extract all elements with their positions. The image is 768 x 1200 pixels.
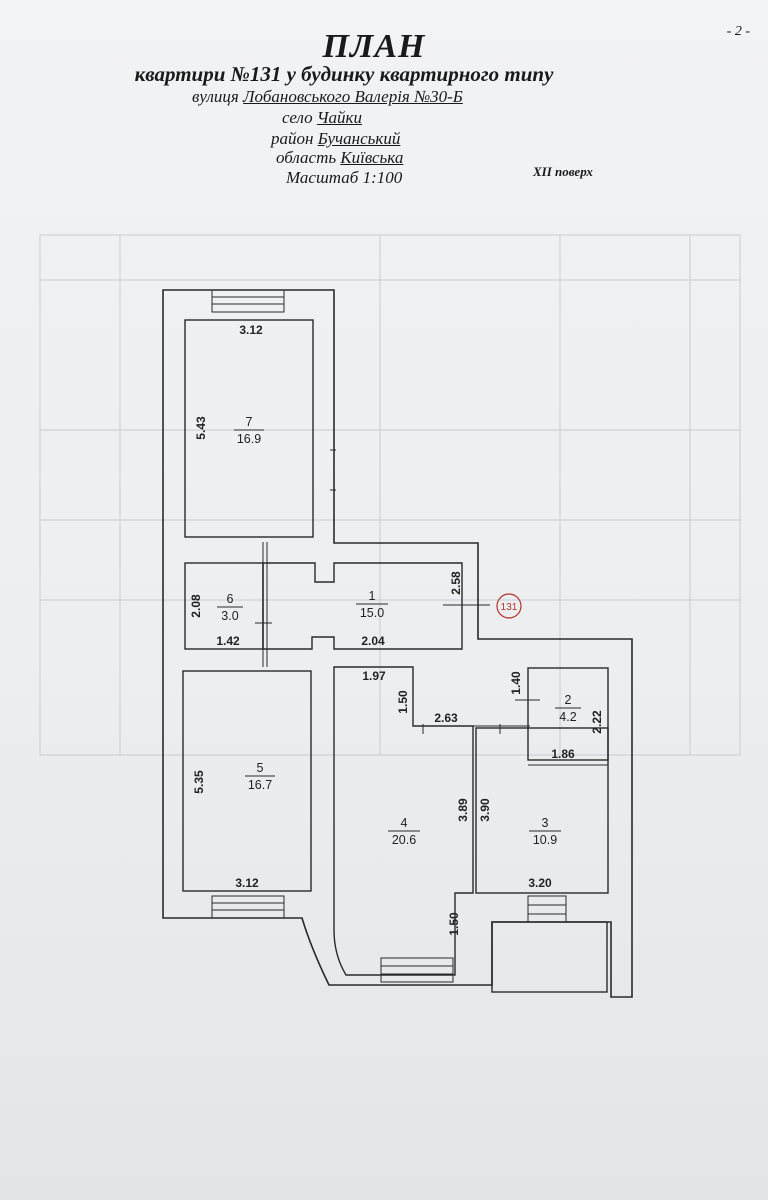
street-value: Лобановського Валерія №30-Б <box>243 87 463 106</box>
dim-r2-height: 1.40 <box>509 671 523 695</box>
room-5-area: 16.7 <box>248 778 272 792</box>
room-2-number: 2 <box>565 693 572 707</box>
street-line: вулиця Лобановського Валерія №30-Б <box>192 87 463 107</box>
room-6-number: 6 <box>227 592 234 606</box>
room-2-outline <box>527 667 609 761</box>
room-3-area: 10.9 <box>533 833 557 847</box>
window-room-7 <box>211 289 285 313</box>
room-label-3: 3 10.9 <box>529 816 561 847</box>
room-4-number: 4 <box>401 816 408 830</box>
dim-r6-width: 1.42 <box>216 634 240 648</box>
dim-r1-height: 2.58 <box>449 571 463 595</box>
room-3-number: 3 <box>542 816 549 830</box>
window-room-3 <box>500 892 567 923</box>
bleed-through-lines <box>39 234 741 756</box>
room-label-2: 2 4.2 <box>555 693 581 724</box>
window-room-5 <box>211 895 285 919</box>
window-room-4 <box>380 957 454 983</box>
room-6-area: 3.0 <box>221 609 238 623</box>
dim-r5-width: 3.12 <box>235 876 259 890</box>
room-7-outline <box>184 319 314 538</box>
room-label-4: 4 20.6 <box>388 816 420 847</box>
room-1-outline <box>262 562 463 650</box>
room-label-1: 1 15.0 <box>356 589 388 620</box>
page-title: ПЛАН <box>322 28 426 65</box>
dim-r4-bottom: 1.50 <box>447 912 461 936</box>
page-number: - 2 - <box>726 24 750 39</box>
dim-r4-top: 1.97 <box>362 669 386 683</box>
room-2-area: 4.2 <box>559 710 576 724</box>
village-line: село Чайки <box>282 108 362 128</box>
dim-r2-side: 2.22 <box>590 710 604 734</box>
room-label-5: 5 16.7 <box>245 761 275 792</box>
dim-r7-width: 3.12 <box>239 323 263 337</box>
dim-r4-step: 1.50 <box>396 690 410 714</box>
exterior-wall <box>162 289 633 998</box>
room-label-7: 7 16.9 <box>234 415 264 446</box>
dim-r7-height: 5.43 <box>194 416 208 440</box>
room-3-outline <box>475 727 609 894</box>
dim-r5-height: 5.35 <box>192 770 206 794</box>
district-label: район <box>271 129 314 148</box>
room-1-area: 15.0 <box>360 606 384 620</box>
village-label: село <box>282 108 313 127</box>
district-line: район Бучанський <box>271 129 400 149</box>
room-7-area: 16.9 <box>237 432 261 446</box>
scale-label: Масштаб 1:100 <box>286 168 403 187</box>
dim-r4-height: 3.89 <box>456 798 470 822</box>
dim-r4-mid: 2.63 <box>434 711 458 725</box>
region-line: область Київська <box>276 148 403 168</box>
page-subtitle: квартири №131 у будинку квартирного типу <box>134 62 554 86</box>
dim-r1-width: 2.04 <box>361 634 385 648</box>
room-4-area: 20.6 <box>392 833 416 847</box>
region-label: область <box>276 148 337 167</box>
room-7-number: 7 <box>246 415 253 429</box>
room-label-6: 6 3.0 <box>217 592 243 623</box>
balcony-outline <box>491 921 608 993</box>
dim-r3-width: 3.20 <box>528 876 552 890</box>
dim-r2-width: 1.86 <box>551 747 575 761</box>
apartment-mark-circle <box>496 593 522 619</box>
floor-label: XII поверх <box>533 164 593 179</box>
region-value: Київська <box>340 148 404 167</box>
dim-r6-height: 2.08 <box>189 594 203 618</box>
street-label: вулиця <box>192 87 239 106</box>
room-5-number: 5 <box>257 761 264 775</box>
village-value: Чайки <box>316 108 362 127</box>
district-value: Бучанський <box>317 129 401 148</box>
dim-r3-height: 3.90 <box>478 798 492 822</box>
room-5-outline <box>182 670 312 892</box>
room-1-number: 1 <box>369 589 376 603</box>
apartment-mark: 131 <box>501 602 518 613</box>
